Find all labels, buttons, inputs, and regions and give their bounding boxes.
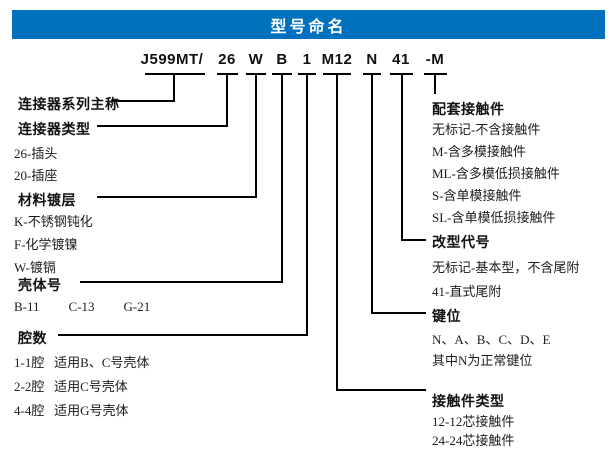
label-option: 12-12芯接触件 xyxy=(432,414,515,429)
label-modification-code: 改型代号 xyxy=(432,234,490,250)
part-number-segment-series: J599MT/ xyxy=(140,51,204,68)
label-option: 20-插座 xyxy=(14,168,58,183)
label-option: 2-2腔 适用C号壳体 xyxy=(14,379,128,394)
part-number-segment-contact-type: M12 xyxy=(321,51,353,68)
label-option: 26-插头 xyxy=(14,146,58,161)
label-option: 无标记-基本型，不含尾附 xyxy=(432,260,580,275)
label-connector-series: 连接器系列主称 xyxy=(18,96,120,112)
part-number-segment-mating: -M xyxy=(425,51,445,68)
label-key-position: 键位 xyxy=(432,308,461,324)
label-connector-type: 连接器类型 xyxy=(18,121,91,137)
label-option: S-含单模接触件 xyxy=(432,188,522,203)
label-option: 无标记-不含接触件 xyxy=(432,122,541,137)
part-number-segment-mod: 41 xyxy=(392,51,410,68)
label-option: N、A、B、C、D、E xyxy=(432,332,551,347)
part-number-segment-plating: W xyxy=(248,51,264,68)
label-option: C-13 xyxy=(68,299,95,314)
label-shell-number: 壳体号 xyxy=(18,277,62,293)
label-mating-contacts: 配套接触件 xyxy=(432,101,505,117)
label-contact-type: 接触件类型 xyxy=(432,393,505,409)
label-option: G-21 xyxy=(123,299,151,314)
part-number-segment-shell: B xyxy=(276,51,288,68)
header-bar: 型号命名 xyxy=(12,10,605,39)
label-material-plating: 材料镀层 xyxy=(18,192,76,208)
label-option: B-11 xyxy=(14,299,40,314)
label-option: K-不锈钢钝化 xyxy=(14,214,93,229)
label-option: SL-含单模低损接触件 xyxy=(432,210,556,225)
part-number-segment-cavity: 1 xyxy=(302,51,312,68)
part-number-segment-type: 26 xyxy=(218,51,236,68)
label-option: F-化学镀镍 xyxy=(14,237,78,252)
label-option: ML-含多模低损接触件 xyxy=(432,166,560,181)
part-number-segment-key: N xyxy=(366,51,378,68)
label-option: 41-直式尾附 xyxy=(432,284,502,299)
label-option: 其中N为正常键位 xyxy=(432,353,533,368)
label-option: M-含多模接触件 xyxy=(432,144,526,159)
label-option: W-镀镉 xyxy=(14,260,56,275)
label-option: 1-1腔 适用B、C号壳体 xyxy=(14,355,150,370)
page-title: 型号命名 xyxy=(270,18,347,36)
label-cavity-count: 腔数 xyxy=(18,330,47,346)
label-option: 24-24芯接触件 xyxy=(432,433,515,448)
label-option: 4-4腔 适用G号壳体 xyxy=(14,403,129,418)
shell-number-options: B-11 C-13 G-21 xyxy=(14,298,179,316)
